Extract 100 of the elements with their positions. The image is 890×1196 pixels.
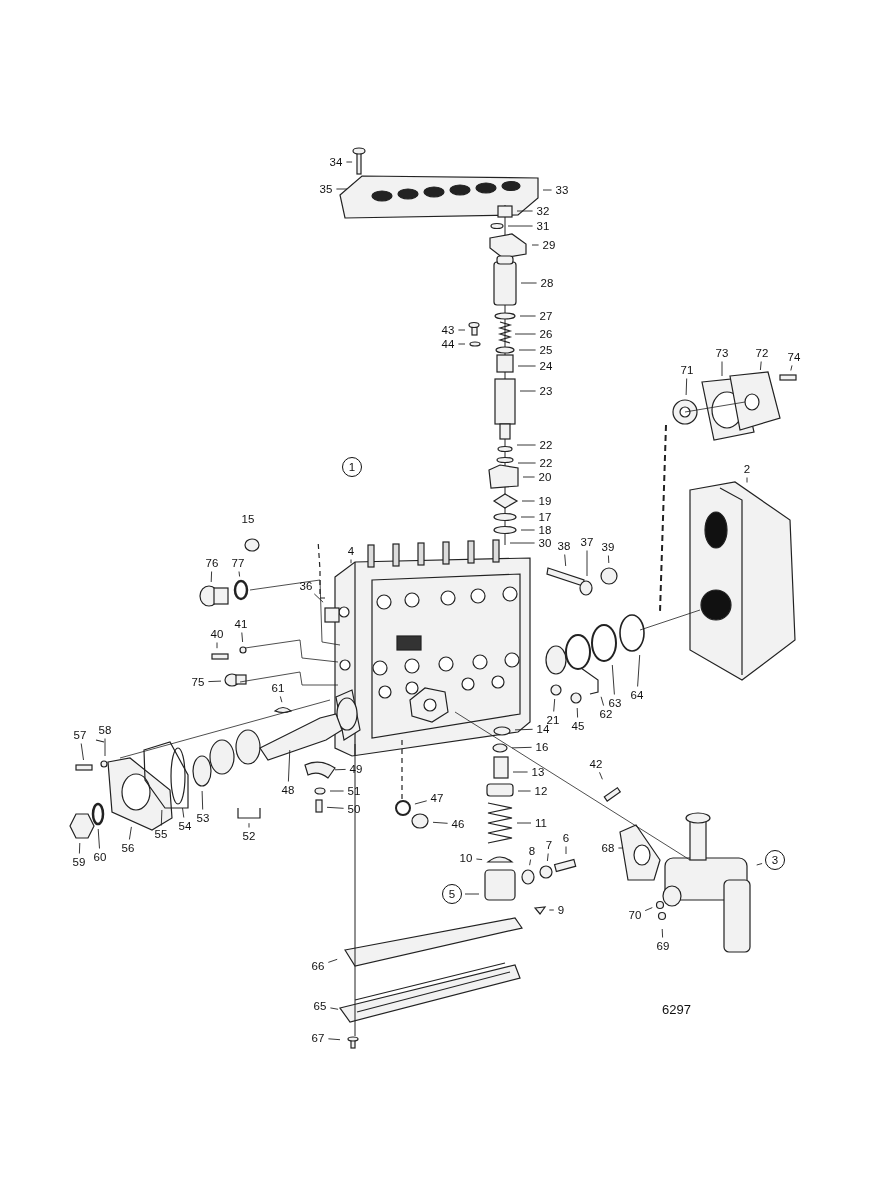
leader-line xyxy=(565,846,567,855)
leader-line xyxy=(576,707,579,718)
leader-line xyxy=(207,680,222,683)
callout-number: 22 xyxy=(538,439,554,451)
leader-line xyxy=(350,559,352,564)
callout-number: 50 xyxy=(346,803,362,815)
leader-line xyxy=(128,826,132,840)
leader-line xyxy=(607,555,610,564)
leader-line xyxy=(104,738,106,757)
leader-line xyxy=(514,333,537,335)
leader-line xyxy=(519,315,537,317)
callout-number: 14 xyxy=(535,723,551,735)
callout-number: 56 xyxy=(120,842,136,854)
leader-line xyxy=(548,909,555,911)
leader-line xyxy=(475,858,483,861)
circled-callout-number: 3 xyxy=(765,850,785,870)
callout-number: 63 xyxy=(607,697,623,709)
callout-number: 24 xyxy=(538,360,554,372)
callout-number: 28 xyxy=(539,277,555,289)
callout-number: 31 xyxy=(535,220,551,232)
callout-number: 64 xyxy=(629,689,645,701)
callout-number: 23 xyxy=(538,385,554,397)
leader-line xyxy=(279,695,283,703)
callout-number: 30 xyxy=(537,537,553,549)
leader-line xyxy=(522,476,536,478)
leader-line xyxy=(287,749,291,782)
circled-callout-number: 1 xyxy=(342,457,362,477)
callout-number: 48 xyxy=(280,784,296,796)
leader-line xyxy=(518,349,537,351)
leader-line xyxy=(512,771,529,773)
leader-line xyxy=(80,743,84,761)
leader-line xyxy=(516,444,537,446)
callout-number: 76 xyxy=(204,557,220,569)
callout-number: 69 xyxy=(655,940,671,952)
leader-line xyxy=(529,859,532,866)
leader-line xyxy=(329,1007,339,1010)
leader-line xyxy=(521,500,536,502)
callout-number: 20 xyxy=(537,471,553,483)
callout-number: 15 xyxy=(240,513,256,525)
callout-number: 10 xyxy=(458,852,474,864)
leader-line xyxy=(514,728,534,731)
callout-number: 62 xyxy=(598,708,614,720)
leader-line xyxy=(661,928,664,938)
leader-line xyxy=(637,654,641,687)
callout-number: 41 xyxy=(233,618,249,630)
callout-number: 70 xyxy=(627,909,643,921)
leader-line xyxy=(345,161,353,163)
callout-number: 37 xyxy=(579,536,595,548)
callout-number: 75 xyxy=(190,676,206,688)
leader-line xyxy=(517,462,537,464)
callout-number: 13 xyxy=(530,766,546,778)
callout-number: 49 xyxy=(348,763,364,775)
callout-number: 16 xyxy=(534,741,550,753)
callout-number: 6 xyxy=(561,832,571,844)
leader-line xyxy=(509,542,536,544)
callout-number: 21 xyxy=(545,714,561,726)
callout-number: 71 xyxy=(679,364,695,376)
callout-number: 25 xyxy=(538,344,554,356)
callout-number: 12 xyxy=(533,785,549,797)
callout-number: 4 xyxy=(346,545,356,557)
leader-line xyxy=(313,593,324,603)
leader-line xyxy=(329,790,345,792)
callout-number: 26 xyxy=(538,328,554,340)
leader-line xyxy=(334,768,347,771)
leader-line xyxy=(78,842,81,854)
callout-number: 8 xyxy=(527,845,537,857)
callout-number: 34 xyxy=(328,156,344,168)
leader-line xyxy=(520,529,536,531)
leader-line xyxy=(97,828,100,849)
callout-number: 47 xyxy=(429,792,445,804)
leader-line xyxy=(248,822,250,828)
callout-number: 18 xyxy=(537,524,553,536)
leader-line xyxy=(564,554,567,567)
callout-number: 42 xyxy=(588,758,604,770)
callout-number: 55 xyxy=(153,828,169,840)
leader-line xyxy=(464,893,480,895)
callout-number: 7 xyxy=(544,839,554,851)
leader-line xyxy=(457,343,466,345)
callout-number: 45 xyxy=(570,720,586,732)
callout-number: 38 xyxy=(556,540,572,552)
callout-number: 61 xyxy=(270,682,286,694)
leader-line xyxy=(511,746,533,749)
callout-number: 65 xyxy=(312,1000,328,1012)
leader-line xyxy=(553,698,556,712)
callout-number: 54 xyxy=(177,820,193,832)
leader-line xyxy=(326,806,345,809)
drawing-number: 6297 xyxy=(662,1002,691,1017)
leader-line xyxy=(432,821,449,824)
leader-line xyxy=(160,809,163,826)
leader-line xyxy=(210,571,213,583)
leader-line xyxy=(600,696,605,707)
callout-number: 40 xyxy=(209,628,225,640)
leader-line xyxy=(790,364,793,371)
callout-number: 35 xyxy=(318,183,334,195)
leader-line xyxy=(746,477,748,483)
leader-line xyxy=(546,853,549,862)
leader-line xyxy=(414,800,428,805)
leader-line xyxy=(531,244,540,246)
callout-number: 39 xyxy=(600,541,616,553)
callout-number: 29 xyxy=(541,239,557,251)
